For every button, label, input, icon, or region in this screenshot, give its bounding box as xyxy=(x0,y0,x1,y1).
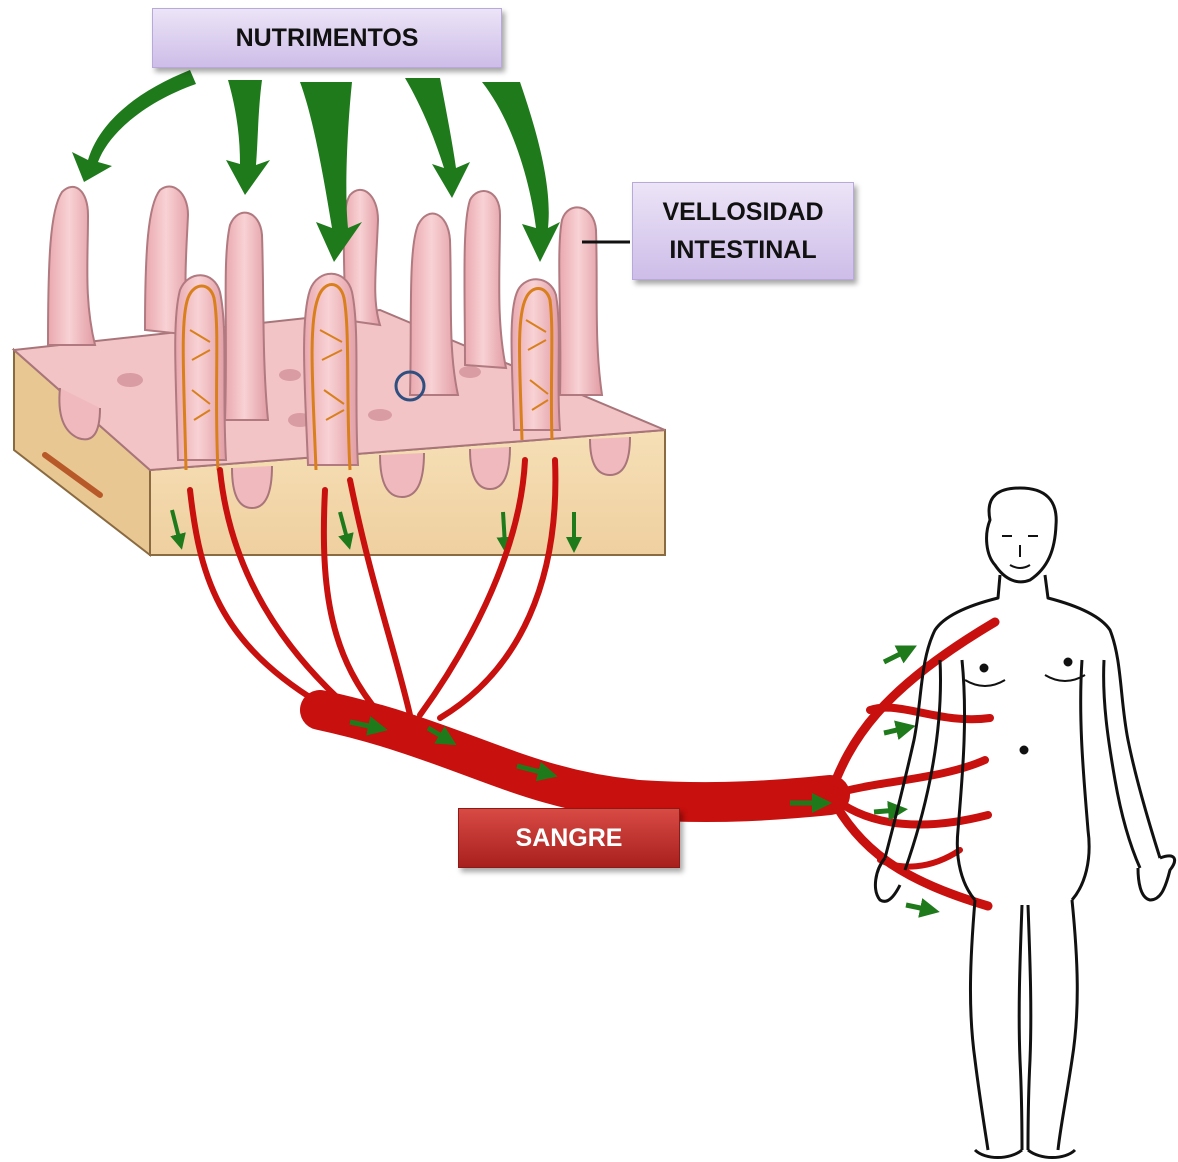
nutrients-label: NUTRIMENTOS xyxy=(152,8,502,68)
blood-label: SANGRE xyxy=(458,808,680,868)
villus-label: VELLOSIDAD INTESTINAL xyxy=(632,182,854,280)
human-body-outline xyxy=(875,488,1174,1158)
